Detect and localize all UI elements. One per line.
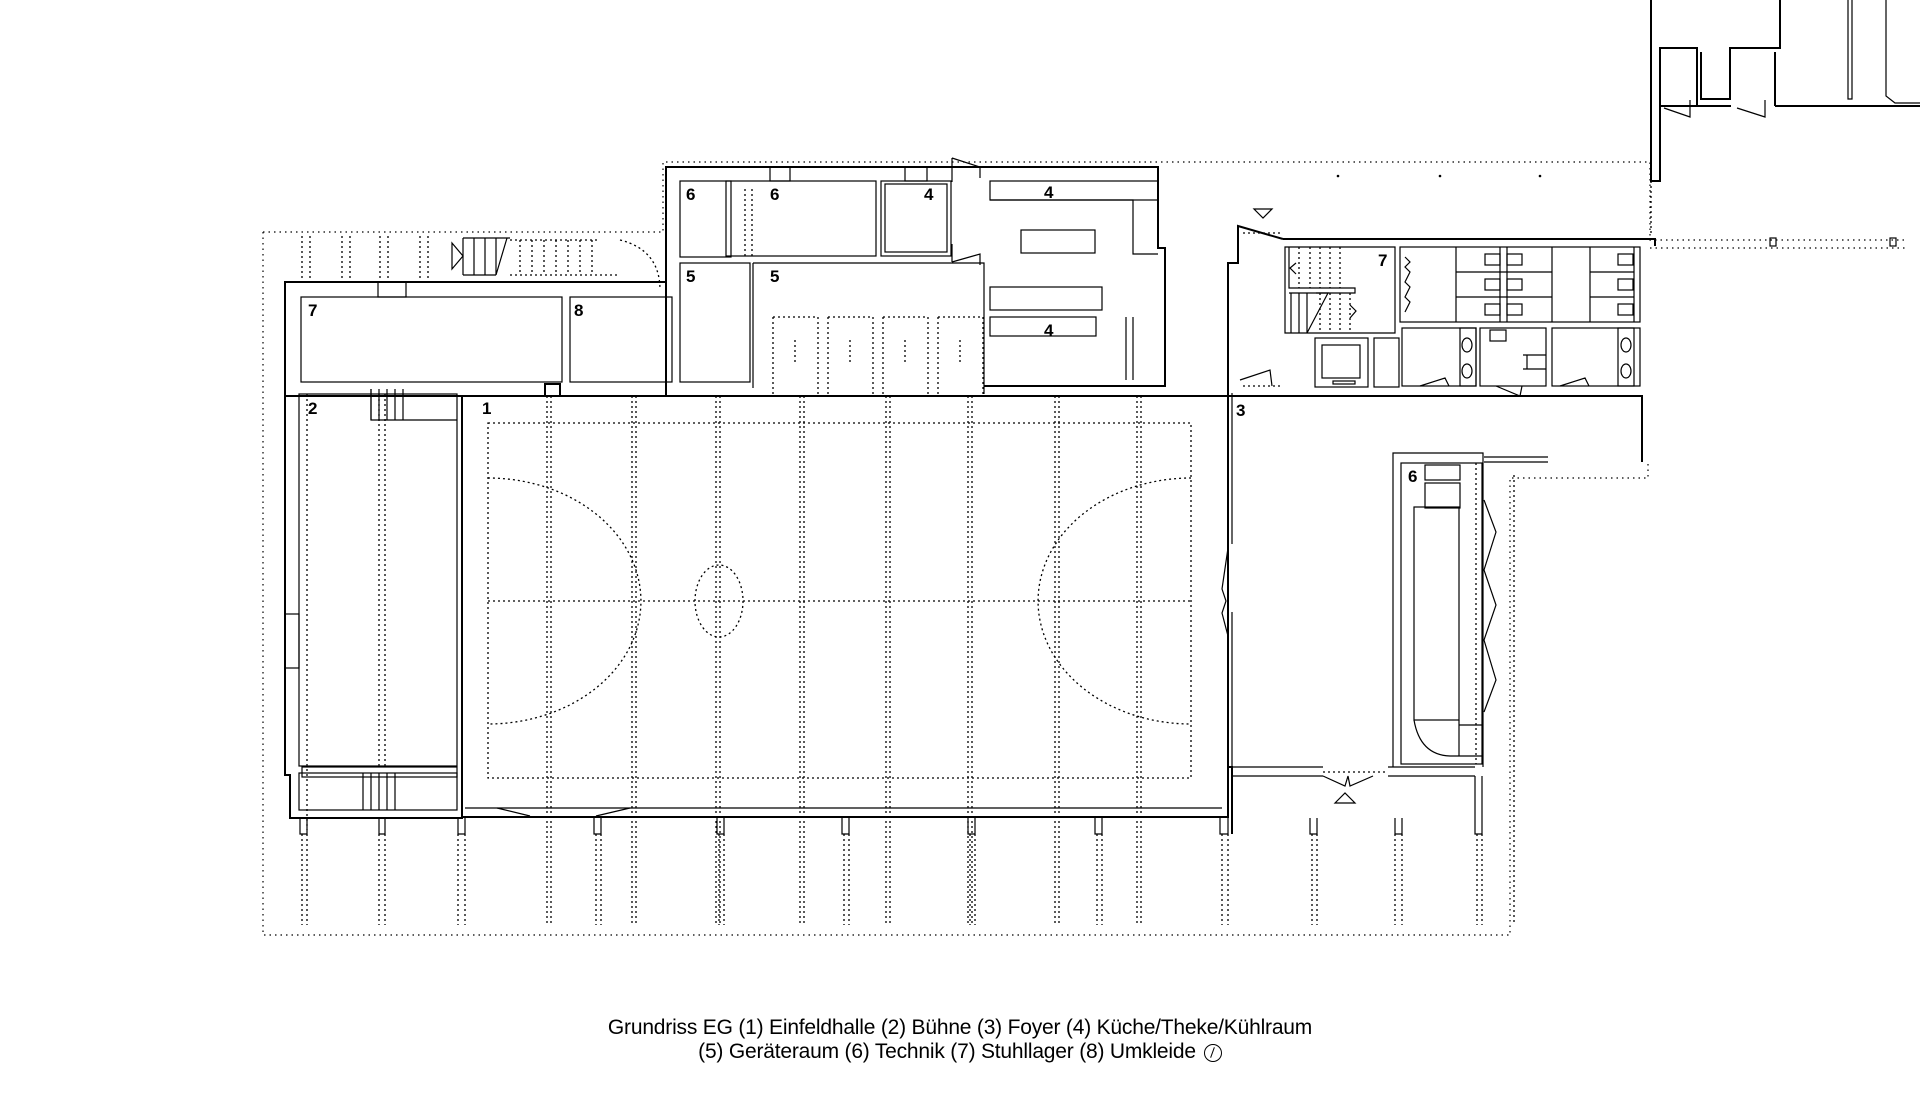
room-label-4a: 4 <box>924 185 934 204</box>
room-labels: 1 2 3 4 4 4 5 5 6 6 6 7 7 8 <box>308 183 1417 486</box>
site-boundary <box>262 161 1905 936</box>
room-technik-geraeteraum <box>665 166 1038 394</box>
room-kueche-theke <box>951 157 1166 387</box>
caption-line-2: (5) Geräteraum (6) Technik (7) Stuhllage… <box>0 1040 1920 1064</box>
room-foyer <box>1227 393 1483 925</box>
plan-caption: Grundriss EG (1) Einfeldhalle (2) Bühne … <box>0 1016 1920 1064</box>
room-label-6a: 6 <box>686 185 695 204</box>
room-label-5a: 5 <box>686 267 695 286</box>
room-stuhllager-west <box>284 281 673 397</box>
room-east-wing <box>1227 224 1656 462</box>
room-label-4c: 4 <box>1044 321 1054 340</box>
room-label-7b: 7 <box>1378 251 1387 270</box>
room-einfeldhalle <box>461 396 1229 925</box>
caption-line-2-text: (5) Geräteraum (6) Technik (7) Stuhllage… <box>698 1040 1196 1063</box>
room-label-6b: 6 <box>770 185 779 204</box>
room-label-7a: 7 <box>308 301 317 320</box>
room-buehne <box>284 282 466 925</box>
room-label-2: 2 <box>308 399 317 418</box>
room-label-5b: 5 <box>770 267 779 286</box>
room-label-6c: 6 <box>1408 467 1417 486</box>
room-label-8: 8 <box>574 301 583 320</box>
entrance-arrow-icon <box>1252 208 1274 219</box>
caption-line-1: Grundriss EG (1) Einfeldhalle (2) Bühne … <box>607 1016 1313 1039</box>
room-label-3: 3 <box>1236 401 1245 420</box>
exterior-stair <box>301 236 661 291</box>
room-technik-east <box>1392 452 1548 925</box>
room-label-1: 1 <box>482 399 491 418</box>
neighbour-building <box>1650 0 1920 235</box>
room-label-4b: 4 <box>1044 183 1054 202</box>
north-arrow-icon <box>1203 1044 1222 1062</box>
bollards <box>1336 174 1897 247</box>
